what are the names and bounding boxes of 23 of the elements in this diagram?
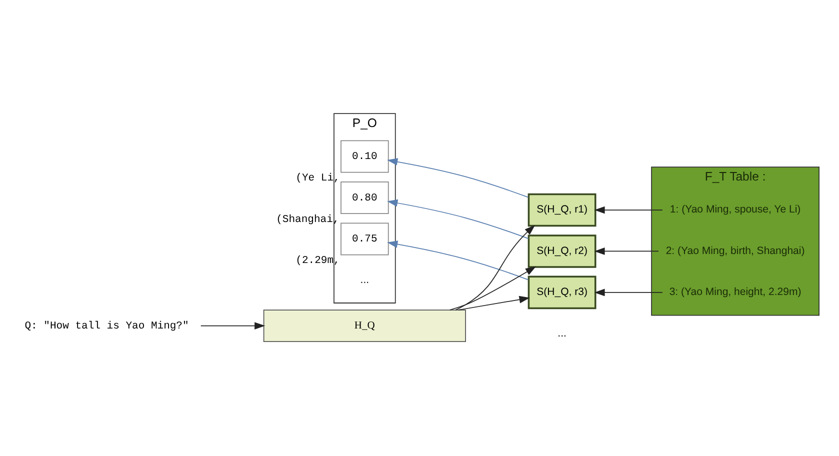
arrow bbox=[458, 296, 530, 310]
arrow bbox=[387, 158, 529, 198]
arrow bbox=[449, 266, 536, 310]
label: ... bbox=[558, 327, 566, 340]
node-text: 1: (Yao Ming, spouse, Ye Li) bbox=[670, 204, 801, 216]
node-box: S(H_Q, r2) bbox=[528, 234, 596, 268]
node-text: 2: (Yao Ming, birth, Shanghai) bbox=[666, 244, 805, 257]
node-box: S(H_Q, r3) bbox=[528, 276, 596, 310]
arrow bbox=[594, 248, 659, 255]
node-box: S(H_Q, r1) bbox=[528, 193, 596, 227]
arrow bbox=[455, 225, 536, 310]
label: ... bbox=[360, 274, 370, 286]
node-text: 3: (Yao Ming, height, 2.29m) bbox=[669, 286, 802, 298]
arrow bbox=[200, 322, 266, 330]
arrow bbox=[594, 288, 663, 296]
node-box: 0.10 bbox=[340, 140, 389, 173]
arrow bbox=[594, 206, 663, 214]
node-text: Q: "How tall is Yao Ming?" bbox=[24, 320, 189, 333]
node-box: 0.75 bbox=[340, 222, 389, 256]
node-box: 0.80 bbox=[340, 182, 389, 214]
node-box: H_Q bbox=[263, 310, 466, 342]
arrow bbox=[387, 240, 529, 280]
arrow bbox=[387, 199, 529, 239]
